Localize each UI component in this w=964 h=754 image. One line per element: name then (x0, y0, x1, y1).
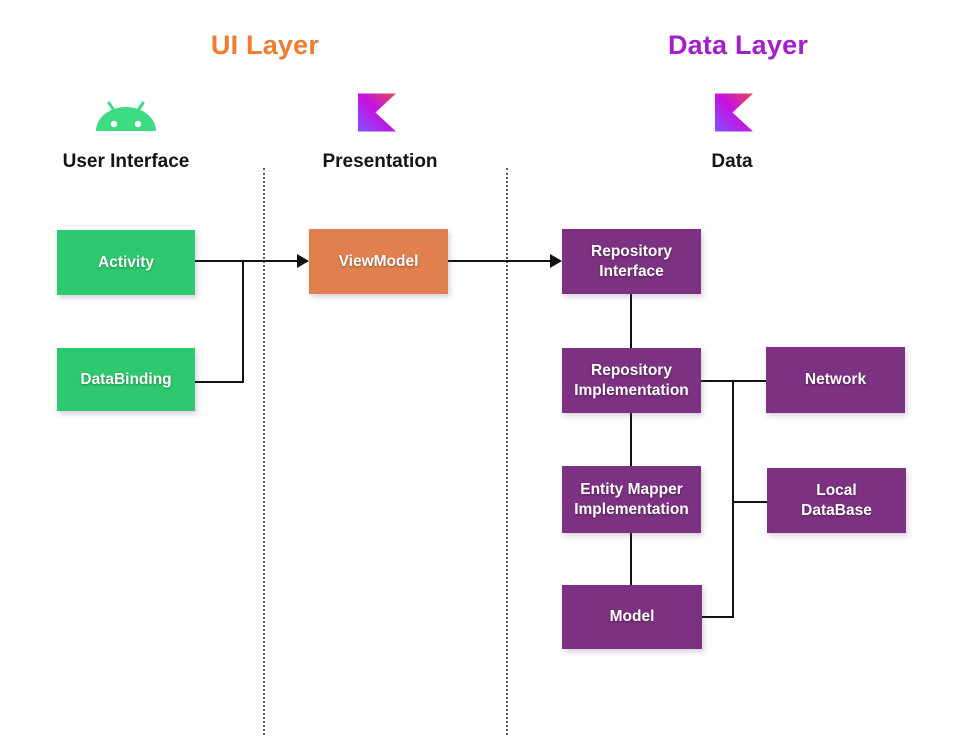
connector-viewmodel-repository (447, 260, 551, 262)
node-network: Network (766, 347, 905, 413)
kotlin-icon (358, 93, 396, 132)
node-model: Model (562, 585, 702, 649)
node-entity-mapper-implementation: Entity Mapper Implementation (562, 466, 701, 533)
connector-mapper-model (630, 533, 632, 585)
connector-model-branch (702, 616, 733, 618)
node-repository-implementation: Repository Implementation (562, 348, 701, 413)
android-icon (94, 99, 158, 133)
node-viewmodel: ViewModel (309, 229, 448, 294)
node-activity: Activity (57, 230, 195, 295)
connector-interface-implementation (630, 294, 632, 348)
section-label-data: Data (711, 151, 753, 172)
node-repository-interface: Repository Interface (562, 229, 701, 294)
connector-activity-viewmodel (195, 260, 298, 262)
section-label-user-interface: User Interface (62, 151, 190, 172)
kotlin-icon (715, 93, 753, 132)
divider-presentation-data (506, 168, 508, 735)
connector-junction-vertical (242, 260, 244, 383)
node-local-database: Local DataBase (767, 468, 906, 533)
ui-layer-title: UI Layer (210, 30, 320, 60)
arrowhead-viewmodel (297, 254, 309, 268)
connector-databinding-junction (195, 381, 244, 383)
node-databinding: DataBinding (57, 348, 195, 411)
arrowhead-repository-interface (550, 254, 562, 268)
divider-ui-presentation (263, 168, 265, 735)
data-layer-title: Data Layer (667, 30, 809, 60)
connector-branch-vertical (732, 380, 734, 618)
connector-implementation-mapper (630, 413, 632, 466)
connector-branch-localdb (733, 501, 767, 503)
section-label-presentation: Presentation (322, 151, 438, 172)
